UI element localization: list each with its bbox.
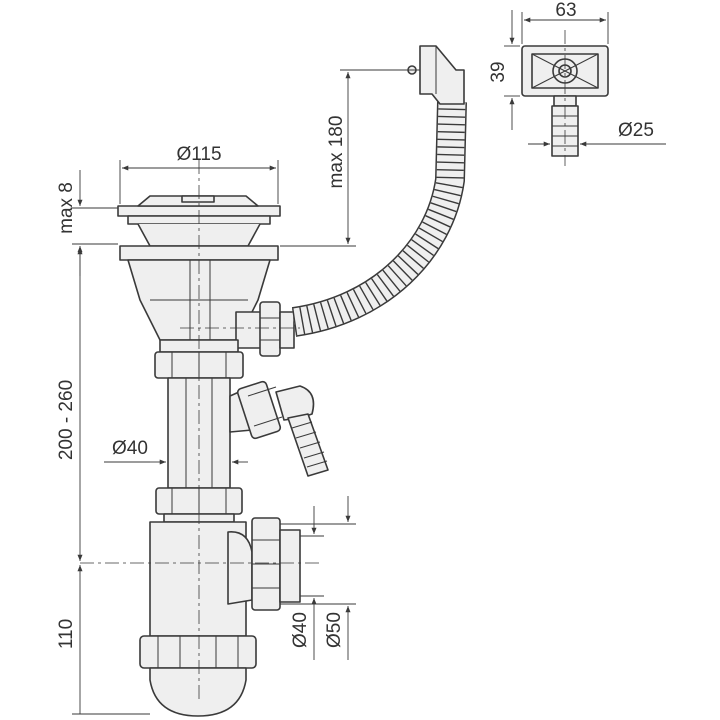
trap-base-label: 110 [56,619,77,649]
centerlines [80,30,566,700]
dimension-lines [72,10,666,715]
funnel-body [127,259,295,357]
side-connector [229,380,329,477]
overflow-height-label: max 180 [326,116,347,189]
overflow-hose-label: Ø25 [618,120,654,141]
strainer-diameter-label: Ø115 [176,144,221,165]
overflow-head [404,45,465,105]
bottle-trap [139,517,301,717]
outlet-d40-label: Ø40 [290,612,311,648]
tube-diameter-label: Ø40 [112,438,148,459]
overflow-width-label: 63 [555,0,576,21]
trap-height-label: 200 - 260 [56,380,77,460]
strainer-height-label: max 8 [56,182,77,234]
dimension-labels: Ø115 max 8 max 180 200 - 260 Ø40 110 Ø40… [56,0,654,649]
overflow-height-small-label: 39 [488,61,509,82]
overflow-hose [291,101,467,337]
overflow-front-view [521,45,609,157]
outlet-d50-label: Ø50 [324,612,345,648]
